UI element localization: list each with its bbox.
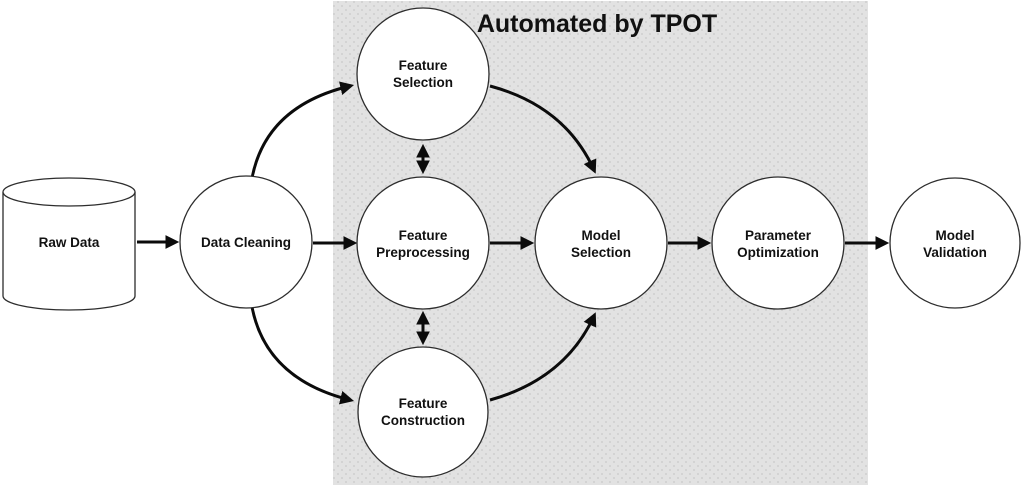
feature-construction-circle bbox=[357, 346, 489, 478]
raw-data-label: Raw Data bbox=[39, 235, 100, 250]
data-cleaning-label: Data Cleaning bbox=[201, 235, 291, 250]
node-data-cleaning: Data Cleaning bbox=[179, 175, 313, 309]
parameter-optimization-circle bbox=[711, 176, 845, 310]
feature-preprocessing-circle bbox=[356, 176, 490, 310]
database-cylinder-shape bbox=[2, 192, 136, 311]
model-selection-label-line2: Selection bbox=[571, 245, 631, 260]
parameter-optimization-label-line1: Parameter bbox=[745, 228, 812, 243]
edge-data-cleaning-to-feature-construction bbox=[250, 306, 355, 405]
node-raw-data: Raw Data bbox=[2, 177, 136, 311]
node-parameter-optimization: Parameter Optimization bbox=[711, 176, 845, 310]
edge-feature-selection-to-model-selection bbox=[489, 84, 597, 174]
node-feature-construction: Feature Construction bbox=[357, 346, 489, 478]
edge-feature-construction-to-model-selection bbox=[489, 312, 597, 402]
feature-selection-circle bbox=[356, 7, 490, 141]
edge-data-cleaning-to-feature-selection bbox=[250, 81, 355, 179]
node-feature-preprocessing: Feature Preprocessing bbox=[356, 176, 490, 310]
feature-construction-label-line1: Feature bbox=[399, 396, 448, 411]
model-validation-label-line2: Validation bbox=[923, 245, 987, 260]
feature-selection-label-line1: Feature bbox=[399, 58, 448, 73]
model-selection-circle bbox=[534, 176, 668, 310]
edges bbox=[137, 81, 890, 405]
feature-preprocessing-label-line2: Preprocessing bbox=[376, 245, 470, 260]
database-cylinder-top bbox=[2, 177, 136, 207]
model-validation-label-line1: Model bbox=[936, 228, 975, 243]
feature-preprocessing-label-line1: Feature bbox=[399, 228, 448, 243]
model-selection-label-line1: Model bbox=[582, 228, 621, 243]
tpot-region-title: Automated by TPOT bbox=[477, 10, 717, 38]
data-cleaning-circle bbox=[179, 175, 313, 309]
node-model-validation: Model Validation bbox=[889, 177, 1021, 309]
parameter-optimization-label-line2: Optimization bbox=[737, 245, 819, 260]
feature-selection-label-line2: Selection bbox=[393, 75, 453, 90]
node-model-selection: Model Selection bbox=[534, 176, 668, 310]
node-feature-selection: Feature Selection bbox=[356, 7, 490, 141]
feature-construction-label-line2: Construction bbox=[381, 413, 465, 428]
model-validation-circle bbox=[889, 177, 1021, 309]
